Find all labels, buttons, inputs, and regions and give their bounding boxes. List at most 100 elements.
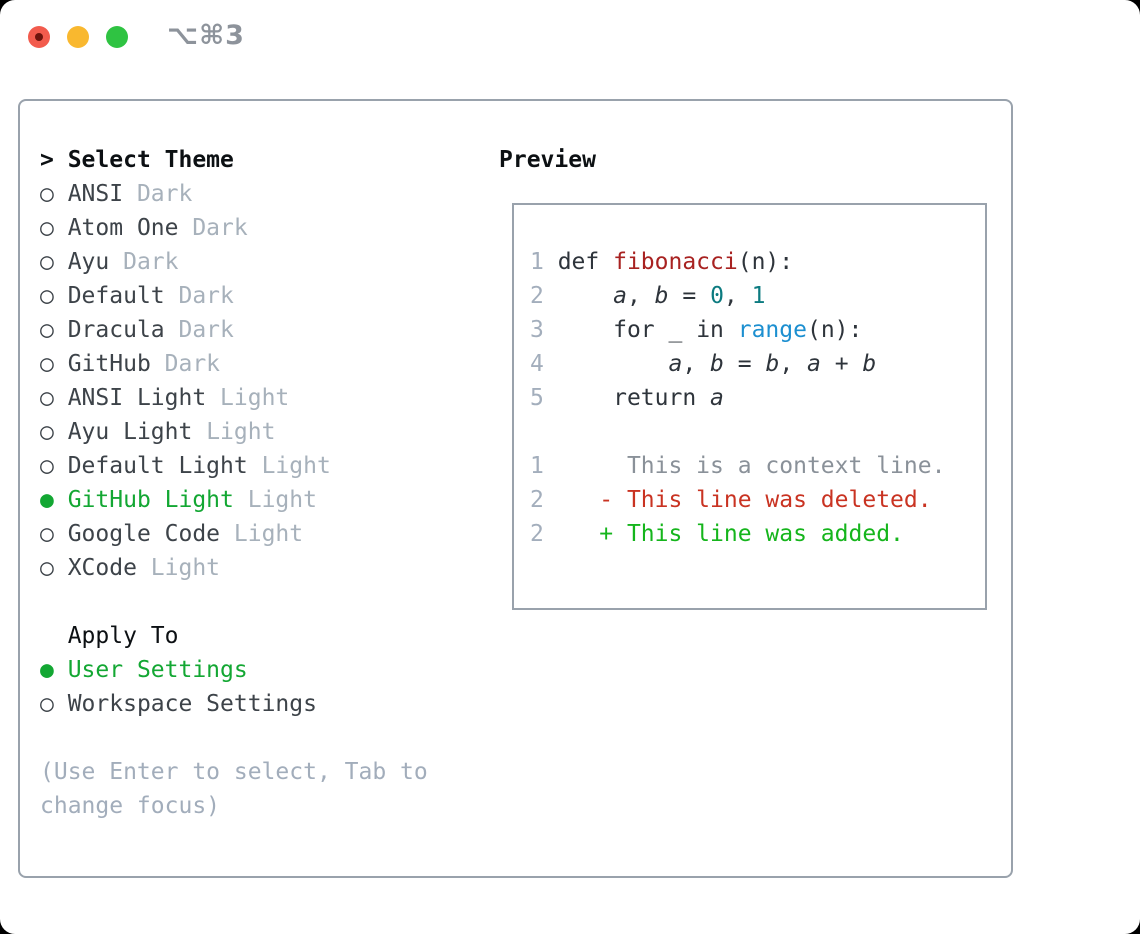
code-token-pl: _ [668,317,697,343]
radio-icon: ○ [40,385,68,411]
code-token-ln: 3 [530,317,558,343]
code-token-pl: + [820,351,863,377]
code-token-kw: return [613,385,711,411]
code-token-kw: in [696,317,738,343]
theme-variant: Light [220,385,290,411]
theme-name: ANSI [67,181,137,207]
radio-icon: ○ [40,521,68,547]
code-token-ln: 2 [530,283,558,309]
theme-name: XCode [67,555,151,581]
theme-option-ansi-light[interactable]: ○ ANSI Light Light [40,381,485,415]
theme-name: Dracula [67,317,179,343]
theme-variant: Light [261,453,331,479]
code-token-bi: range [737,317,807,343]
theme-name: Ayu Light [67,419,207,445]
diff-line-deleted: 2 - This line was deleted. [530,483,971,517]
theme-option-xcode[interactable]: ○ XCode Light [40,551,485,585]
apply-header-indent [40,623,68,649]
preview-header: Preview [499,147,596,173]
theme-variant: Dark [123,249,179,275]
code-token-ctx: This is a context line. [543,453,946,479]
code-token-pl [558,283,613,309]
theme-variant: Dark [136,181,193,207]
code-token-pl: , [682,351,711,377]
code-token-pl [558,351,669,377]
code-token-var: a [807,351,821,377]
diff-line-context: 1 This is a context line. [530,449,971,483]
radio-icon: ○ [40,453,68,479]
theme-option-ansi[interactable]: ○ ANSI Dark [40,177,485,211]
theme-option-google-code[interactable]: ○ Google Code Light [40,517,485,551]
code-token-var: b [654,283,669,309]
apply-option-user-settings[interactable]: ● User Settings [40,653,485,687]
code-line: 3 for _ in range(n): [530,313,971,347]
code-token-var: a [613,283,627,309]
theme-name: Default Light [67,453,262,479]
code-token-pl: , [779,351,808,377]
blank-line [530,415,971,449]
code-token-pl: (n): [806,317,863,343]
code-token-var: b [862,351,877,377]
theme-option-github[interactable]: ○ GitHub Dark [40,347,485,381]
theme-variant: Light [247,487,317,513]
theme-option-ayu[interactable]: ○ Ayu Dark [40,245,485,279]
code-token-del: - This line was deleted. [543,487,932,513]
theme-variant: Light [233,521,304,547]
radio-selected-icon: ● [40,487,68,513]
radio-icon: ○ [40,555,68,581]
select-theme-header: > Select Theme [40,143,485,177]
header-prefix-icon: > [40,147,68,173]
code-token-pl: = [723,351,766,377]
code-token-var: b [765,351,780,377]
preview-column: Preview 1 def fibonacci(n):2 a, b = 0, 1… [499,143,987,610]
code-token-num: 1 [751,283,766,309]
theme-option-github-light[interactable]: ● GitHub Light Light [40,483,485,517]
code-token-kw: for [613,317,669,343]
radio-icon: ○ [40,181,68,207]
apply-to-options: ● User Settings○ Workspace Settings [40,653,485,721]
theme-name: Ayu [67,249,124,275]
radio-icon: ○ [40,215,68,241]
radio-icon: ○ [40,691,68,717]
apply-option-workspace-settings[interactable]: ○ Workspace Settings [40,687,485,721]
zoom-button[interactable] [106,26,128,48]
theme-name: Google Code [67,521,234,547]
radio-icon: ○ [40,249,68,275]
theme-option-ayu-light[interactable]: ○ Ayu Light Light [40,415,485,449]
diff-sample: 1 This is a context line.2 - This line w… [530,449,971,551]
diff-line-added: 2 + This line was added. [530,517,971,551]
radio-icon: ○ [40,283,68,309]
theme-option-dracula[interactable]: ○ Dracula Dark [40,313,485,347]
theme-name: GitHub Light [67,487,248,513]
code-token-ln: 1 [530,249,558,275]
apply-option-name: User Settings [67,657,248,683]
theme-option-default[interactable]: ○ Default Dark [40,279,485,313]
radio-selected-icon: ● [40,657,68,683]
code-line: 5 return a [530,381,971,415]
code-token-var: b [710,351,724,377]
title-bar: ⌥⌘3 [0,0,1140,97]
theme-variant: Dark [178,317,234,343]
theme-option-default-light[interactable]: ○ Default Light Light [40,449,485,483]
theme-list-column: > Select Theme ○ ANSI Dark○ Atom One Dar… [40,143,485,823]
radio-icon: ○ [40,317,68,343]
code-token-pl: = [668,283,711,309]
code-token-fn: fibonacci [613,249,738,275]
close-button[interactable] [28,26,50,48]
apply-to-header-label: Apply To [67,623,179,649]
select-theme-header-label: Select Theme [67,147,234,173]
theme-name: ANSI Light [67,385,221,411]
code-token-ln: 4 [530,351,558,377]
theme-variant: Dark [164,351,221,377]
theme-option-atom-one[interactable]: ○ Atom One Dark [40,211,485,245]
code-token-pl: , [723,283,752,309]
theme-list: ○ ANSI Dark○ Atom One Dark○ Ayu Dark○ De… [40,177,485,585]
minimize-button[interactable] [67,26,89,48]
code-token-pl: , [626,283,655,309]
theme-name: Atom One [67,215,193,241]
record-dot-icon [35,33,43,41]
apply-option-name: Workspace Settings [67,691,317,717]
